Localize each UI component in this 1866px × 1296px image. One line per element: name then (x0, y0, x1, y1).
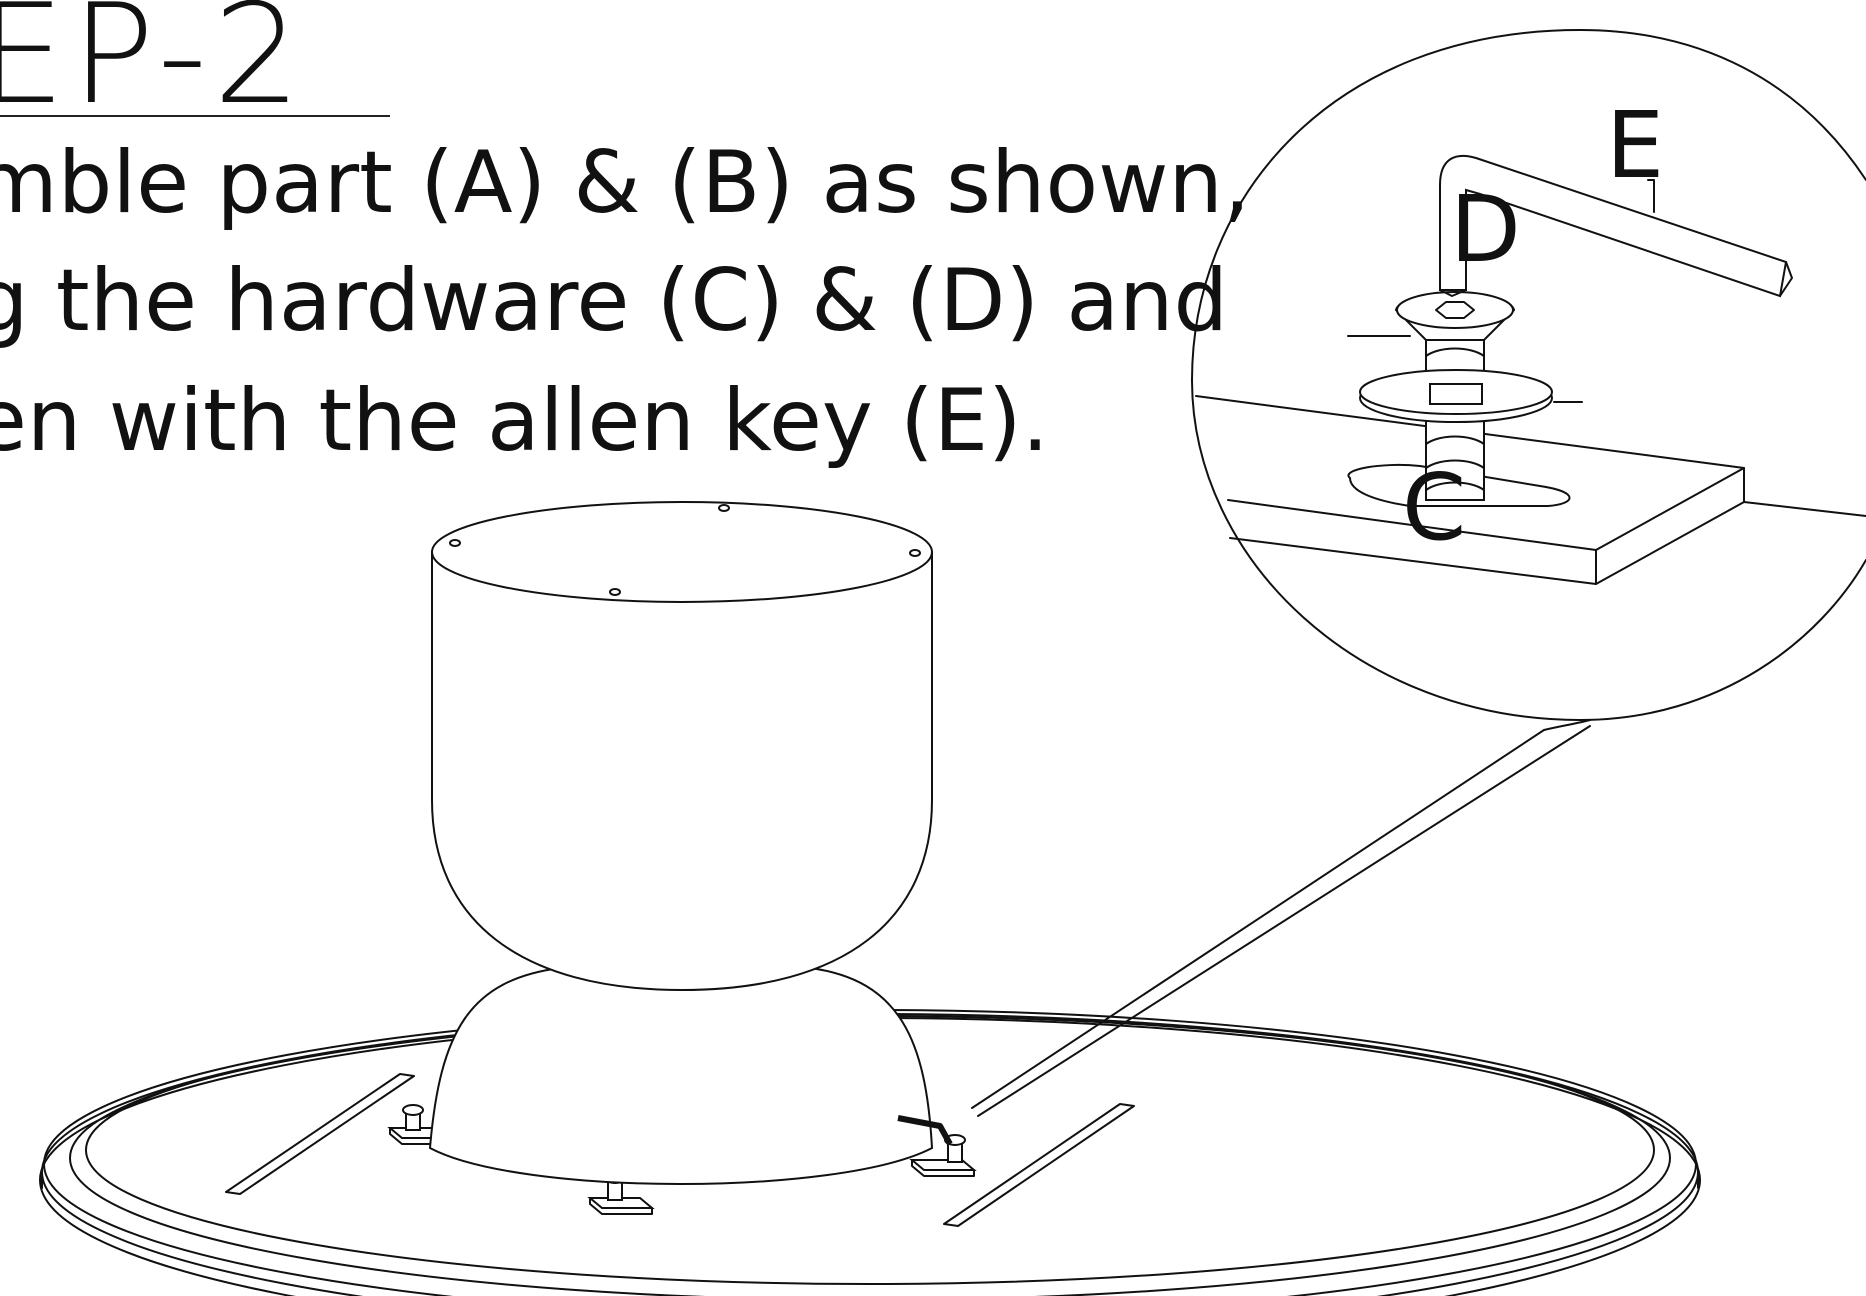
upper-bowl (431, 501, 933, 992)
slats (225, 1073, 1135, 1227)
step-title: EP-2 (0, 0, 307, 135)
callout-e: E (1606, 92, 1665, 199)
leader-line (971, 725, 1591, 1117)
instruction-line-3: en with the allen key (E). (0, 371, 1049, 471)
allen-key-detail (1439, 154, 1793, 298)
callout-d: D (1450, 176, 1521, 283)
instruction-line-1: mble part (A) & (B) as shown, (0, 133, 1251, 233)
lower-dome (428, 967, 934, 1185)
instruction-line-2: g the hardware (C) & (D) and (0, 251, 1229, 351)
detail-magnifier (1191, 29, 1866, 731)
title-underline (0, 115, 390, 117)
allen-key-small (897, 1115, 953, 1146)
callout-c: C (1402, 454, 1467, 561)
